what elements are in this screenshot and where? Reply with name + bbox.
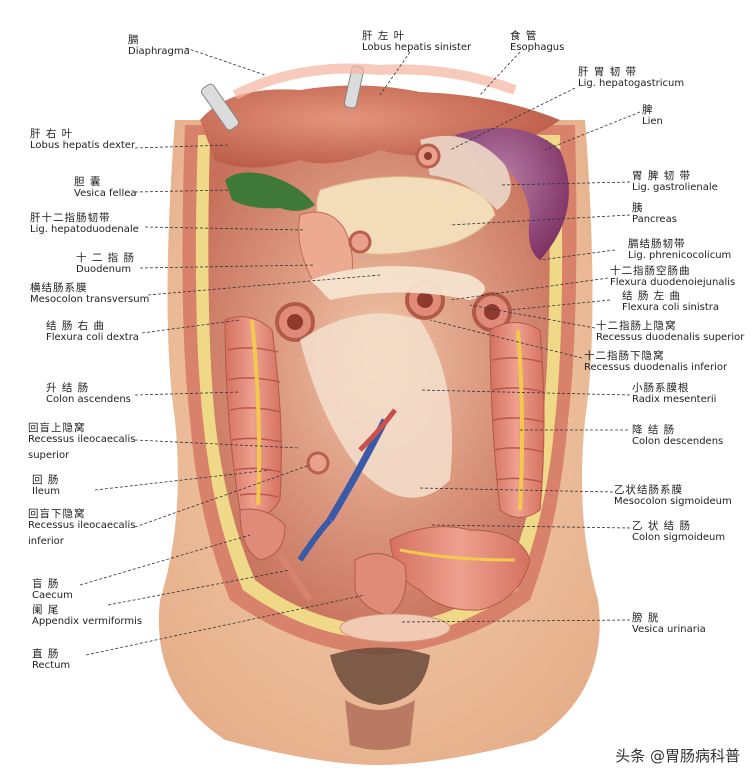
label-flexura-duodenojejunalis: 十二指肠空肠曲 Flexura duodenoiejunalis [610, 265, 736, 288]
label-recessus-duodenalis-inferior: 十二指肠下隐窝 Recessus duodenalis inferior [584, 350, 728, 373]
ascending-colon [224, 316, 282, 517]
mesocolon-transversum [310, 266, 485, 300]
label-lien: 脾 Lien [642, 104, 663, 127]
label-lig-gastrolienale: 胃 脾 韧 带 Lig. gastrolienale [632, 170, 718, 193]
label-caecum: 盲 肠 Caecum [32, 578, 73, 601]
label-colon-sigmoideum: 乙 状 结 肠 Colon sigmoideum [632, 520, 726, 543]
label-radix-mesenterii: 小肠系膜根 Radix mesenterii [632, 382, 717, 405]
label-recessus-ileocaecalis-inferior: 回盲下隐窝 Recessus ileocaecalis inferior [28, 508, 136, 547]
rectum [354, 553, 407, 616]
label-duodenum: 十 二 指 肠 Duodenum [76, 252, 136, 275]
stomach-ligament [420, 135, 511, 210]
label-pancreas: 胰 Pancreas [632, 202, 677, 225]
label-vesica-urinaria: 膀 胱 Vesica urinaria [632, 612, 706, 635]
mesentery [300, 313, 452, 498]
source-watermark: 头条 @胃肠病科普 [615, 747, 740, 765]
descending-colon [489, 322, 545, 518]
bladder [339, 613, 451, 643]
pubic-region [330, 647, 430, 705]
spleen [455, 127, 569, 261]
label-colon-ascendens: 升 结 肠 Colon ascendens [46, 382, 131, 405]
label-appendix-vermiformis: 阑 尾 Appendix vermiformis [32, 604, 143, 627]
label-mesocolon-sigmoideum: 乙状结肠系膜 Mesocolon sigmoideum [614, 484, 732, 507]
label-colon-descendens: 降 结 肠 Colon descendens [632, 424, 724, 447]
label-esophagus: 食 管 Esophagus [510, 30, 565, 53]
liver [200, 85, 560, 168]
label-ileum: 回 肠 Ileum [32, 474, 60, 497]
label-flexura-coli-sinistra: 结 肠 左 曲 Flexura coli sinistra [622, 290, 720, 313]
label-flexura-coli-dextra: 结 肠 右 曲 Flexura coli dextra [46, 320, 139, 343]
label-mesocolon-transversum: 横结肠系膜 Mesocolon transversum [30, 282, 150, 305]
label-lig-hepatogastricum: 肝 胃 韧 带 Lig. hepatogastricum [578, 66, 685, 89]
appendix [277, 553, 313, 602]
gallbladder [225, 172, 315, 211]
ileum-stump [306, 451, 330, 475]
label-recessus-ileocaecalis-superior: 回盲上隐窝 Recessus ileocaecalis superior [28, 422, 136, 461]
label-diaphragma: 膈 Diaphragma [128, 34, 190, 57]
label-lig-phrenicocolicum: 膈结肠韧带 Lig. phrenicocolicum [628, 238, 732, 261]
label-lobus-hepatis-dexter: 肝 右 叶 Lobus hepatis dexter [30, 128, 136, 151]
label-lobus-hepatis-sinister: 肝 左 叶 Lobus hepatis sinister [362, 30, 472, 53]
caecum [239, 508, 286, 561]
label-rectum: 直 肠 Rectum [32, 648, 71, 671]
diaphragm [232, 63, 517, 100]
label-lig-hepatoduodenale: 肝十二指肠韧带 Lig. hepatoduodenale [30, 212, 139, 235]
label-vesica-fellea: 胆 囊 Vesica fellea [74, 176, 137, 199]
label-recessus-duodenalis-superior: 十二指肠上隐窝 Recessus duodenalis superior [596, 320, 745, 343]
sigmoid-colon [389, 526, 531, 611]
